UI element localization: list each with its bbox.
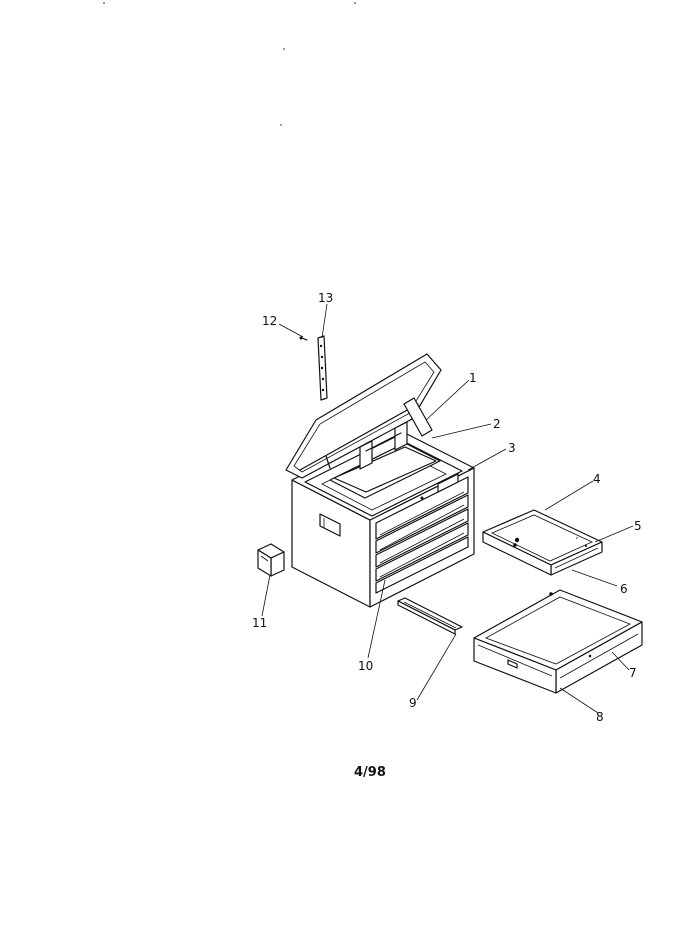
large-drawer: [473, 589, 643, 694]
callout-9: 9: [409, 696, 417, 710]
callout-7: 7: [629, 666, 637, 680]
callout-labels: 13 12 1 2 3 4 5 6 7 8 9 10 11: [252, 291, 642, 724]
drawer-pull: [257, 543, 285, 577]
callout-12: 12: [262, 314, 277, 328]
callout-10: 10: [358, 659, 373, 673]
callout-8: 8: [596, 710, 604, 724]
callout-4: 4: [593, 472, 601, 486]
screw: [299, 336, 308, 341]
drawer-slide: [397, 597, 463, 635]
callout-6: 6: [620, 582, 628, 596]
footer-date: 4/98: [354, 765, 386, 780]
chest-lid: [285, 353, 442, 479]
scan-speck: [283, 48, 285, 50]
callout-13: 13: [318, 291, 333, 305]
hinge-strip: [317, 335, 328, 401]
small-drawer: [482, 509, 603, 576]
scan-speck: [103, 2, 105, 4]
scan-speck: [280, 124, 282, 126]
tool-chest-body: [291, 421, 475, 608]
leader-lines: [261, 303, 634, 714]
callout-3: 3: [508, 441, 516, 455]
callout-5: 5: [634, 519, 642, 533]
scan-speck: [354, 2, 356, 4]
callout-1: 1: [469, 371, 477, 385]
callout-11: 11: [252, 616, 267, 630]
callout-2: 2: [493, 417, 501, 431]
